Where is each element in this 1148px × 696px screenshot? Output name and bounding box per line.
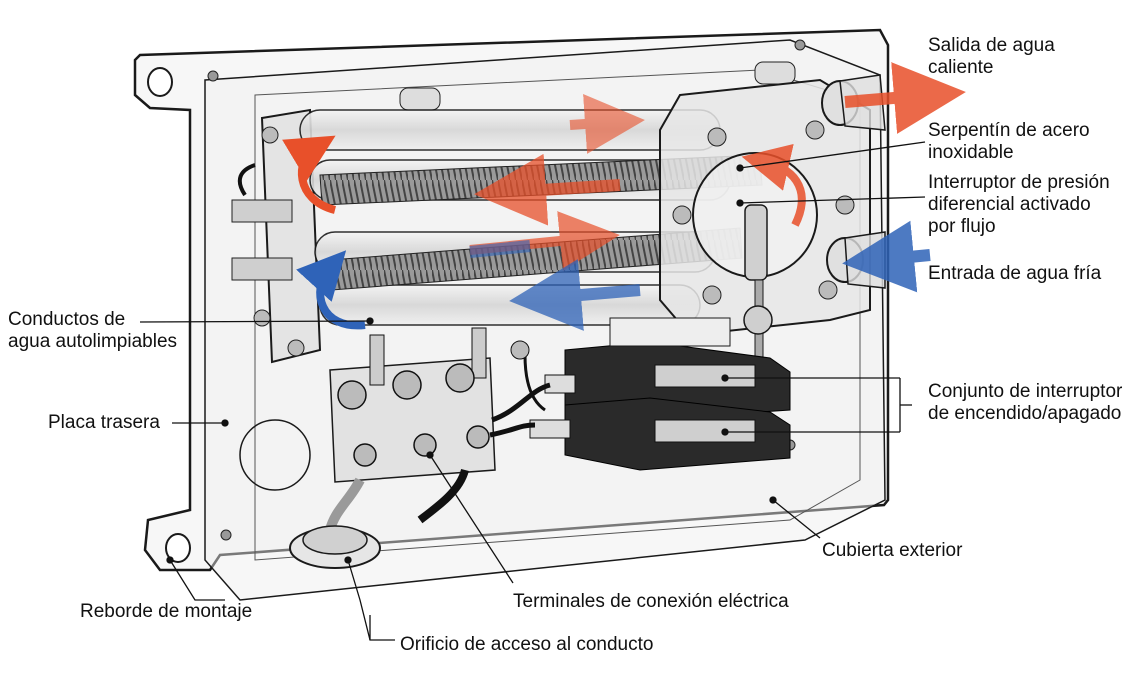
leader-mounting-flange [169,559,225,601]
label-back-plate: Placa trasera [48,412,160,433]
wire [489,422,536,438]
manifold-bolt [672,205,692,225]
knockout [239,419,311,491]
manifold-bolt [253,309,271,327]
label-terminals: Terminales de conexión eléctrica [513,591,789,612]
rod-collar [743,305,773,335]
terminal-nut [445,363,475,393]
label-self-cleaning: Conductos de agua autolimpiables [8,309,178,352]
flow-arrow-top [569,94,645,154]
switch-plunger [744,204,768,281]
switch-cover-plate [609,317,731,347]
flow-arrow-bottom [509,259,641,331]
leader-outer-cover [772,499,821,539]
stud [220,529,232,541]
label-mounting-flange: Reborde de montaje [80,601,253,622]
manifold-bolt [835,195,855,215]
switch-terminal [529,419,571,439]
label-hot-outlet: Salida de agua caliente [928,35,1055,78]
manifold-bolt [818,280,838,300]
label-outer-cover: Cubierta exterior [822,540,963,561]
leader-dot [736,199,744,207]
stud [207,70,219,82]
flow-arrow-lower-blue [469,240,531,258]
flow-arrow-upper-left [474,153,621,226]
wire-bundle [417,468,469,524]
terminal-nut [337,380,367,410]
leader-dot [721,428,729,436]
wire [523,354,546,412]
manifold-bolt [707,127,727,147]
mounting-hole-top [147,67,173,97]
label-conduit-hole: Orificio de acceso al conducto [400,634,654,655]
ground-screw [510,340,530,360]
leader-dot [736,164,744,172]
manifold-bolt [702,285,722,305]
terminal-bracket [369,334,385,386]
label-pressure-switch: Interruptor de presión diferencial activ… [928,172,1110,237]
standoff [754,61,796,85]
terminal-screw [466,425,490,449]
manifold-bolt [261,126,279,144]
fitting-upper [231,199,293,223]
mounting-hole-bottom [165,533,191,563]
flow-arrow-curl-hot-right [741,143,806,227]
wire-bundle [325,477,365,532]
leader-dot [721,374,729,382]
fitting-lower [231,257,293,281]
wire [491,382,551,423]
leader-dot [344,556,352,564]
terminal-screw [353,443,377,467]
label-cold-inlet: Entrada de agua fría [928,263,1102,284]
label-switch-assembly: Conjunto de interruptor de encendido/apa… [928,381,1123,424]
stud [794,39,806,51]
leader-conduit [347,559,395,641]
manifold-bolt [805,120,825,140]
label-coil: Serpentín de acero inoxidable [928,120,1090,163]
wire-left [237,163,256,197]
leader-dot [366,317,374,325]
leader-dot [769,496,777,504]
flow-arrow-curl-hot [282,135,337,214]
switch-contact [654,419,756,443]
leader-pressure-switch [739,196,926,204]
leader-dot [221,419,229,427]
leader-coil [739,141,926,169]
flow-arrow-curl-cold [296,250,366,330]
leader-dot [166,556,174,564]
manifold-bolt [287,339,305,357]
terminal-nut [392,370,422,400]
terminal-screw [413,433,437,457]
standoff [399,87,441,111]
leader-terminals [429,454,514,584]
flow-arrow-cold-in [842,220,931,293]
leader-self-cleaning [139,320,371,323]
tube-top [299,109,721,151]
flow-arrow-hot-out [844,62,966,134]
leader-lines [139,141,926,641]
conduit-fitting-inner [302,525,368,555]
leader-dot [426,451,434,459]
switch-contact [654,364,756,388]
terminal-bracket [471,327,487,379]
